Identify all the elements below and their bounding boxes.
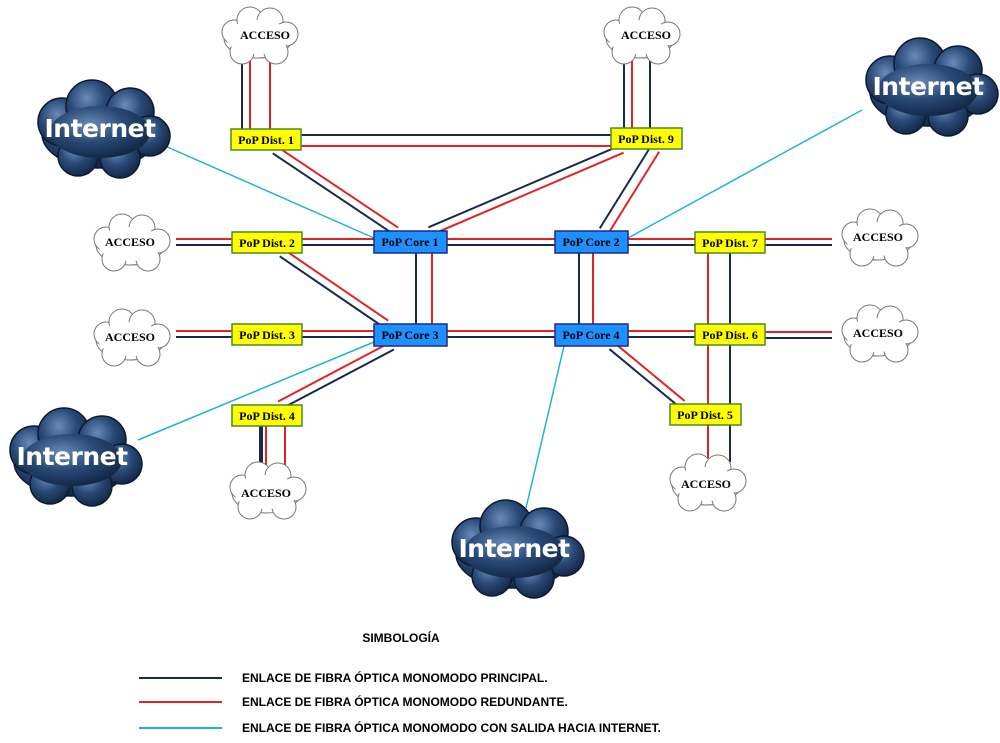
node-pop-core-3[interactable]: PoP Core 3 <box>373 323 448 347</box>
link-dist9-core1-principal <box>428 144 621 229</box>
access-label: ACCESO <box>240 28 290 42</box>
access-label: ACCESO <box>853 230 903 244</box>
access-cloud-dist4: ACCESO <box>229 461 307 520</box>
access-cloud-dist6: ACCESO <box>841 304 919 363</box>
node-pop-dist-9[interactable]: PoP Dist. 9 <box>610 127 683 150</box>
node-pop-dist-3[interactable]: PoP Dist. 3 <box>231 323 303 346</box>
link-dist9-core1-redundante <box>431 151 624 236</box>
internet-label: Internet <box>44 114 156 143</box>
svg-text:PoP Dist. 5: PoP Dist. 5 <box>677 408 733 422</box>
link-dist4-core3-redundante <box>277 341 391 403</box>
svg-text:PoP Dist. 1: PoP Dist. 1 <box>238 133 294 147</box>
link-core4-dist5-redundante <box>613 342 686 402</box>
node-pop-core-4[interactable]: PoP Core 4 <box>554 323 629 347</box>
internet-cloud-top-left: Internet <box>37 79 171 179</box>
svg-text:PoP Dist. 9: PoP Dist. 9 <box>618 132 674 146</box>
link-dist9-core2-principal <box>598 145 652 229</box>
node-pop-dist-5[interactable]: PoP Dist. 5 <box>669 403 742 426</box>
access-label: ACCESO <box>681 477 731 491</box>
link-dist2-core3-redundante <box>283 248 389 322</box>
access-label: ACCESO <box>621 28 671 42</box>
svg-text:PoP Core 4: PoP Core 4 <box>562 328 619 342</box>
internet-label: Internet <box>16 442 128 471</box>
node-pop-dist-4[interactable]: PoP Dist. 4 <box>231 404 303 427</box>
legend-label-internet: ENLACE DE FIBRA ÓPTICA MONOMODO CON SALI… <box>242 720 661 735</box>
legend-title: SIMBOLOGÍA <box>362 630 440 645</box>
access-cloud-dist2: ACCESO <box>93 213 171 272</box>
internet-label: Internet <box>872 72 984 101</box>
internet-link-core3 <box>137 341 375 441</box>
svg-text:PoP Core 2: PoP Core 2 <box>562 235 619 249</box>
link-dist1-core1-redundante <box>276 145 399 229</box>
node-pop-dist-7[interactable]: PoP Dist. 7 <box>694 231 766 254</box>
internet-cloud-top-right: Internet <box>865 37 999 137</box>
internet-link-core1 <box>164 145 375 239</box>
legend-label-principal: ENLACE DE FIBRA ÓPTICA MONOMODO PRINCIPA… <box>242 670 548 685</box>
internet-link-core4 <box>525 345 565 509</box>
link-dist1-core1-principal <box>272 152 395 236</box>
svg-text:PoP Dist. 7: PoP Dist. 7 <box>702 236 758 250</box>
access-label: ACCESO <box>853 326 903 340</box>
access-cloud-dist5: ACCESO <box>669 453 747 512</box>
link-dist2-core3-principal <box>279 255 385 329</box>
internet-cloud-bottom-left: Internet <box>9 407 143 507</box>
access-cloud-dist9: ACCESO <box>603 6 681 65</box>
internet-link-core2 <box>627 109 863 239</box>
links-layer <box>137 58 863 509</box>
link-dist9-core2-redundante <box>607 151 661 235</box>
node-pop-dist-2[interactable]: PoP Dist. 2 <box>231 231 303 254</box>
svg-text:PoP Dist. 2: PoP Dist. 2 <box>239 236 295 250</box>
legend: SIMBOLOGÍA ENLACE DE FIBRA ÓPTICA MONOMO… <box>139 630 661 735</box>
svg-text:PoP Core 3: PoP Core 3 <box>381 328 438 342</box>
link-dist4-core3-principal <box>281 348 395 410</box>
access-label: ACCESO <box>105 235 155 249</box>
svg-text:PoP Dist. 6: PoP Dist. 6 <box>702 328 758 342</box>
legend-label-redundante: ENLACE DE FIBRA ÓPTICA MONOMODO REDUNDAN… <box>242 694 568 709</box>
node-pop-dist-6[interactable]: PoP Dist. 6 <box>694 323 766 346</box>
access-label: ACCESO <box>105 330 155 344</box>
svg-text:PoP Core 1: PoP Core 1 <box>381 235 438 249</box>
access-label: ACCESO <box>241 486 291 500</box>
node-pop-core-1[interactable]: PoP Core 1 <box>373 230 448 254</box>
node-pop-dist-1[interactable]: PoP Dist. 1 <box>230 128 302 151</box>
node-pop-core-2[interactable]: PoP Core 2 <box>554 230 629 254</box>
access-cloud-dist1: ACCESO <box>221 6 299 65</box>
svg-text:PoP Dist. 4: PoP Dist. 4 <box>239 409 295 423</box>
access-cloud-dist3: ACCESO <box>93 308 171 367</box>
internet-label: Internet <box>458 534 570 563</box>
internet-cloud-bottom-center: Internet <box>451 499 585 599</box>
access-cloud-dist7: ACCESO <box>841 208 919 267</box>
link-core4-dist5-principal <box>608 348 681 408</box>
svg-text:PoP Dist. 3: PoP Dist. 3 <box>239 328 295 342</box>
